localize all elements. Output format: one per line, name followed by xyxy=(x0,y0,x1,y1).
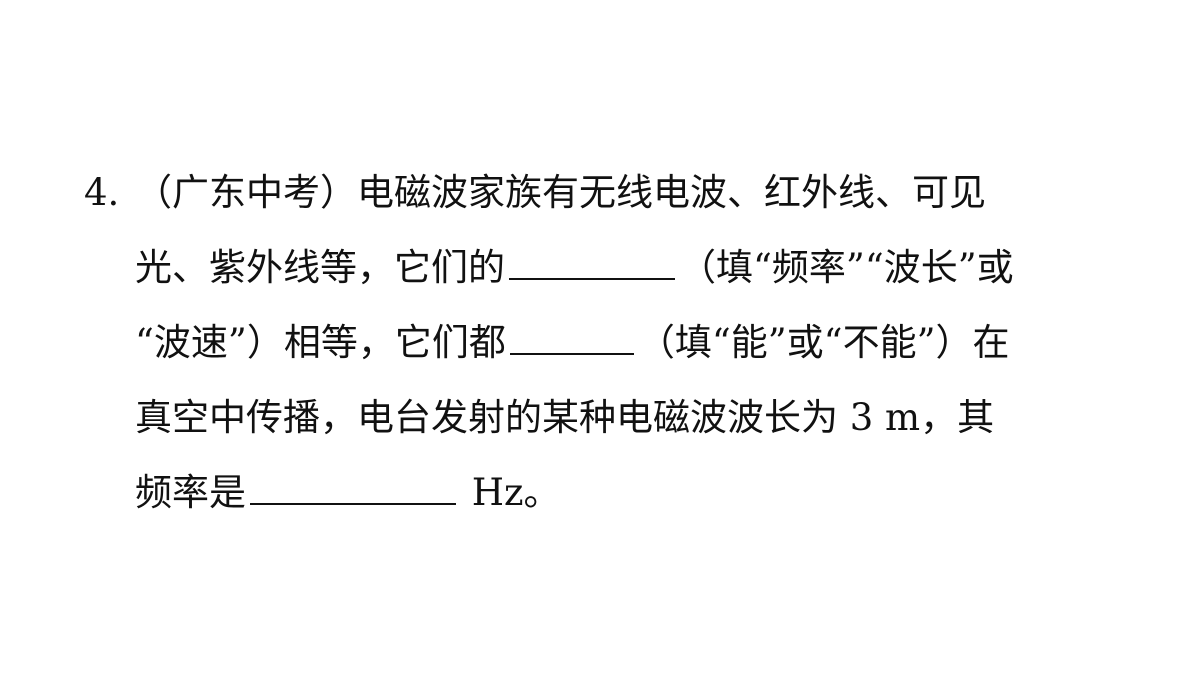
question-line-2: 光、紫外线等，它们的 （填“频率”“波长”或 xyxy=(135,243,1014,293)
question-text-line-3b: （填“能”或“不能”）在 xyxy=(637,321,1010,364)
question-text-line-3a: “波速”）相等，它们都 xyxy=(135,321,506,364)
question-text-line-2b: （填“频率”“波长”或 xyxy=(679,246,1014,289)
question-line-1: （广东中考）电磁波家族有无线电波、红外线、可见 xyxy=(135,168,986,218)
question-line-4: 真空中传播，电台发射的某种电磁波波长为 3 m，其 xyxy=(135,393,994,443)
question-text-line-5b: Hz。 xyxy=(460,471,561,514)
question-number: 4. xyxy=(84,171,120,214)
question-text-line-5a: 频率是 xyxy=(135,471,246,514)
question-text-line-4: 真空中传播，电台发射的某种电磁波波长为 3 m，其 xyxy=(135,396,995,439)
question-text-line-1: （广东中考）电磁波家族有无线电波、红外线、可见 xyxy=(135,171,986,214)
question-line-3: “波速”）相等，它们都 （填“能”或“不能”）在 xyxy=(135,318,1010,368)
answer-blank-1[interactable] xyxy=(509,244,675,280)
question-line-5: 频率是 Hz。 xyxy=(135,468,561,518)
answer-blank-2[interactable] xyxy=(509,319,634,355)
question-text-line-2a: 光、紫外线等，它们的 xyxy=(135,246,505,289)
answer-blank-3[interactable] xyxy=(250,469,456,505)
